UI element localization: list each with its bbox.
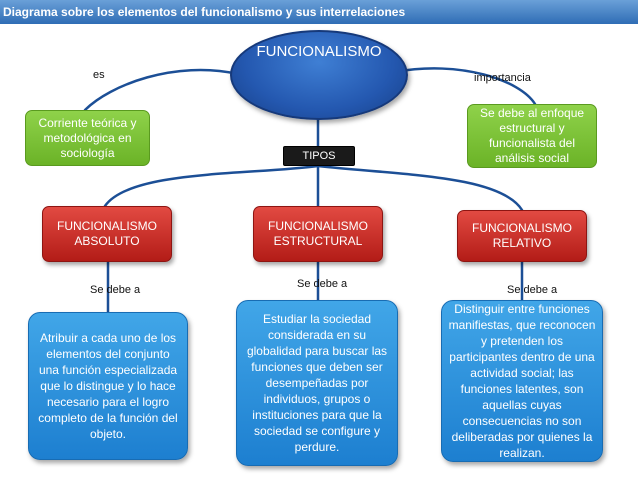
link-label-estructural: Se debe a: [297, 278, 348, 290]
type-estructural: FUNCIONALISMO ESTRUCTURAL: [253, 206, 383, 262]
connector-center-right: [393, 67, 537, 106]
center-node-label: FUNCIONALISMO: [256, 43, 382, 60]
description-relativo: Distinguir entre funciones manifiestas, …: [441, 300, 603, 462]
left-link-label: es: [93, 69, 105, 81]
type-absoluto-label: FUNCIONALISMO ABSOLUTO: [56, 219, 157, 248]
description-estructural-text: Estudiar la sociedad considerada en su g…: [246, 312, 388, 454]
importance-text: Se debe al enfoque estructural y funcion…: [479, 106, 585, 165]
type-estructural-label: FUNCIONALISMO ESTRUCTURAL: [267, 219, 368, 248]
connector-tipos-relativo: [316, 164, 524, 212]
type-relativo-label: FUNCIONALISMO RELATIVO: [471, 221, 572, 250]
connector-center-left: [83, 68, 240, 112]
type-relativo: FUNCIONALISMO RELATIVO: [457, 210, 587, 262]
link-label-relativo: Se debe a: [507, 284, 558, 296]
types-node: TIPOS: [283, 146, 355, 166]
diagram-title: Diagrama sobre los elementos del funcion…: [0, 0, 638, 24]
description-estructural: Estudiar la sociedad considerada en su g…: [236, 300, 398, 466]
description-absoluto: Atribuir a cada uno de los elementos del…: [28, 312, 188, 460]
type-absoluto: FUNCIONALISMO ABSOLUTO: [42, 206, 172, 262]
definition-box: Corriente teórica y metodológica en soci…: [25, 110, 150, 166]
center-node: FUNCIONALISMO: [230, 30, 408, 120]
importance-box: Se debe al enfoque estructural y funcion…: [467, 104, 597, 168]
right-link-label: importancia: [474, 72, 531, 84]
connector-tipos-absoluto: [103, 164, 320, 208]
description-absoluto-text: Atribuir a cada uno de los elementos del…: [38, 331, 178, 441]
link-label-absoluto: Se debe a: [90, 284, 141, 296]
description-relativo-text: Distinguir entre funciones manifiestas, …: [448, 302, 596, 460]
types-label: TIPOS: [302, 149, 336, 162]
definition-text: Corriente teórica y metodológica en soci…: [38, 115, 137, 160]
